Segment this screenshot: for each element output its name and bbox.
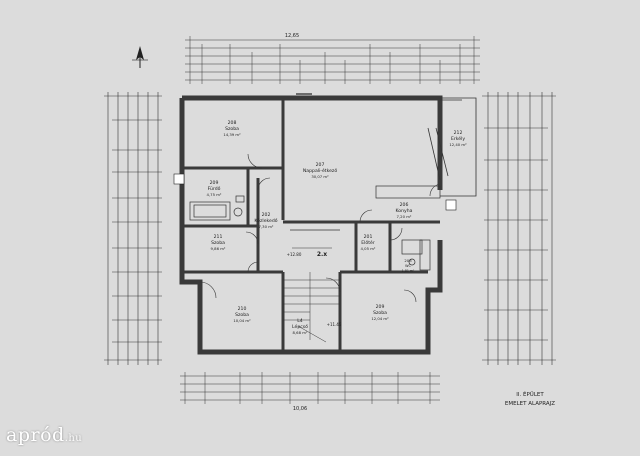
fixtures: [189, 185, 441, 271]
drawing-title-line1: II. ÉPÜLET: [516, 390, 544, 398]
room-201-label: 201 Előtér 4,05 m²: [361, 234, 376, 251]
room-206-label: 206 Konyha 7,20 m²: [396, 202, 413, 219]
room-area: 8,68 m²: [293, 330, 308, 335]
left-dimension-lines: [104, 92, 162, 365]
room-name: Konyha: [396, 208, 413, 214]
top-dimension-lines: [185, 36, 480, 84]
room-name: Fürdő: [208, 186, 221, 192]
level-mark-lower: +11.45: [327, 322, 342, 327]
watermark-brand: apród: [6, 424, 65, 446]
room-area: 9,86 m²: [211, 246, 226, 251]
room-number: 208: [228, 120, 237, 126]
room-203-label: 203 WC 1,81 m²: [402, 258, 415, 273]
room-209-label: 209 Fürdő 4,75 m²: [207, 180, 222, 197]
section-markers: [173, 93, 457, 211]
room-number: 209: [210, 180, 219, 186]
room-212-label: 212 Erkély 12,40 m²: [449, 130, 467, 147]
room-number: 210: [238, 306, 247, 312]
room-211-label: 211 Szoba 9,86 m²: [211, 234, 226, 251]
room-area: 12,04 m²: [371, 316, 389, 321]
room-name: Nappali-étkező: [303, 167, 337, 174]
room-number: 202: [262, 212, 271, 218]
door-swings: [199, 153, 441, 303]
right-dimension-lines: [482, 92, 556, 365]
room-area: 4,05 m²: [361, 246, 376, 251]
room-number: 211: [214, 234, 223, 240]
room-area: 12,40 m²: [449, 142, 467, 147]
balcony-outline: [427, 97, 477, 197]
room-labels: 208 Szoba 14,39 m² 207 Nappali-étkező 30…: [207, 120, 468, 335]
level-mark-upper: +12.80: [287, 252, 302, 257]
room-number: 207: [316, 162, 325, 168]
staircase: [283, 247, 340, 343]
watermark-logo: apród.hu: [6, 424, 82, 446]
room-210-label: 210 Szoba 10,04 m²: [233, 306, 251, 323]
room-number: 206: [400, 202, 409, 208]
room-name: Szoba: [211, 240, 225, 246]
room-number: 201: [364, 234, 373, 240]
room-name: Szoba: [373, 310, 387, 316]
room-number: 209: [376, 304, 385, 310]
room-area: 14,39 m²: [223, 132, 241, 137]
room-208-label: 208 Szoba 14,39 m²: [223, 120, 241, 137]
bottom-overall-dimension: 10,06: [293, 406, 307, 412]
room-209b-label: 209 Szoba 12,04 m²: [371, 304, 389, 321]
room-name: Közlekedő: [254, 218, 277, 224]
room-area: 10,04 m²: [233, 318, 251, 323]
room-number: 212: [454, 130, 463, 136]
room-name: WC: [405, 264, 411, 268]
room-L4-label: L4 Lépcső 8,68 m²: [292, 318, 308, 335]
north-arrow-icon: [132, 46, 148, 68]
interior-walls: [182, 98, 440, 352]
watermark-suffix: .hu: [64, 433, 83, 444]
room-207-label: 207 Nappali-étkező 30,07 m²: [303, 162, 337, 179]
room-area: 30,07 m²: [311, 174, 329, 179]
stair-label: 2.x: [317, 251, 327, 258]
room-area: 4,75 m²: [207, 192, 222, 197]
room-name: Előtér: [361, 239, 375, 246]
room-number: 203: [404, 258, 412, 263]
room-area: 7,30 m²: [259, 224, 274, 229]
bottom-dimension-lines: [180, 372, 440, 404]
room-202-label: 202 Közlekedő 7,30 m²: [254, 212, 277, 229]
top-overall-dimension: 12,65: [285, 33, 299, 39]
room-number: L4: [297, 318, 303, 324]
room-name: Lépcső: [292, 323, 308, 330]
drawing-title-line2: EMELET ALAPRAJZ: [505, 401, 555, 407]
room-area: 7,20 m²: [397, 214, 412, 219]
room-area: 1,81 m²: [402, 269, 415, 273]
room-name: Szoba: [235, 312, 249, 318]
room-name: Szoba: [225, 126, 239, 132]
room-name: Erkély: [451, 135, 465, 142]
